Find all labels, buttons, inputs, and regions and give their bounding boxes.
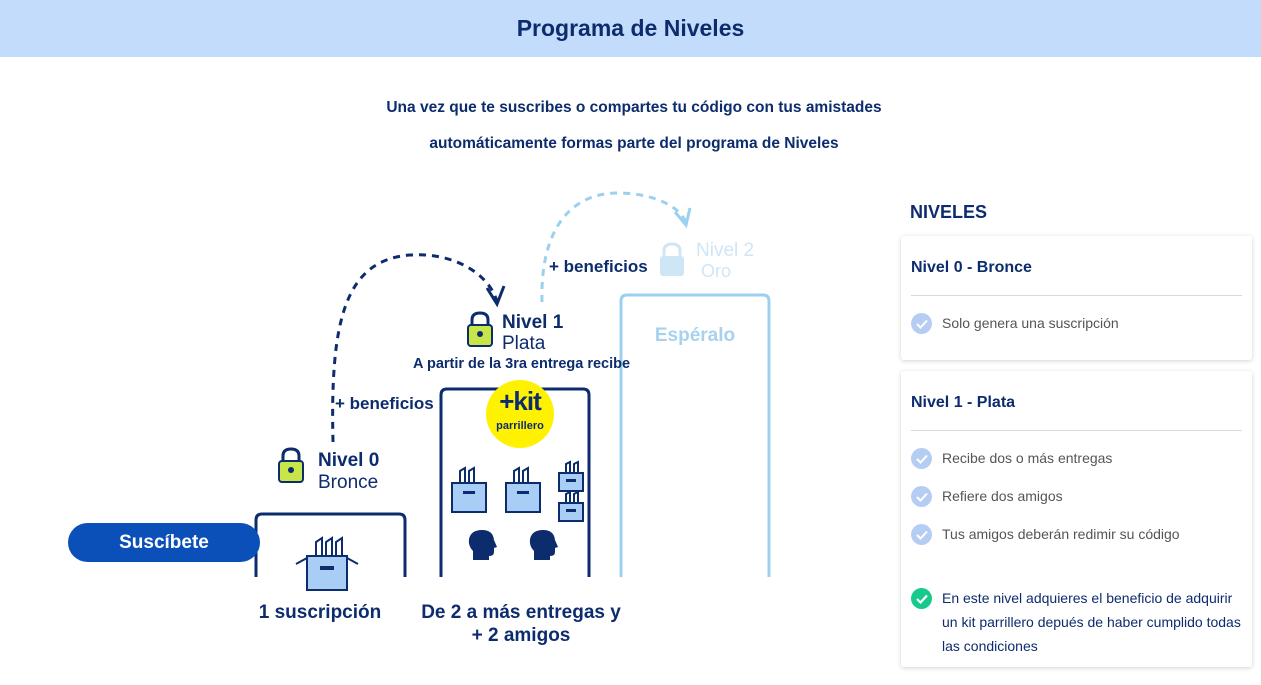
arrow-head-1: [485, 285, 506, 308]
kit-badge-main: +kit: [499, 386, 542, 416]
product-box-icon-3: [558, 460, 584, 492]
level0-box: [254, 512, 407, 577]
subscribe-button[interactable]: Suscíbete: [68, 523, 260, 562]
level0-benefits-label: + beneficios: [335, 394, 434, 413]
level2-name: Nivel 2: [696, 240, 755, 261]
level1-note: A partir de la 3ra entrega recibe: [413, 356, 631, 372]
arrow-level1-to-level2: [540, 191, 688, 303]
check-icon: [911, 313, 932, 334]
kit-badge-sub: parrillero: [496, 420, 544, 432]
level-card-title: Nivel 1 - Plata: [911, 394, 1016, 411]
niveles-heading: NIVELES: [910, 202, 988, 222]
card-divider: [911, 430, 1242, 431]
page-header: Programa de Niveles: [0, 0, 1261, 57]
page-title: Programa de Niveles: [516, 15, 745, 41]
level1-caption-line-1: De 2 a más entregas y: [421, 602, 621, 623]
level1-caption-line-2: + 2 amigos: [471, 625, 571, 646]
intro-line-1: Una vez que te suscribes o compartes tu …: [386, 99, 882, 116]
level1-name: Nivel 1: [502, 312, 564, 333]
level2-box: [619, 293, 771, 577]
highlight-text: En este nivel adquieres el beneficio de …: [942, 590, 1241, 654]
check-icon: [911, 524, 932, 545]
list-item: Recibe dos o más entregas: [911, 448, 1112, 469]
level0-caption: 1 suscripción: [258, 602, 382, 623]
product-box-icon-level0: [295, 536, 359, 591]
card-divider: [911, 295, 1242, 296]
friend-head-icon-1: [468, 530, 497, 560]
kit-badge: [486, 380, 554, 448]
level-card-title: Nivel 0 - Bronce: [911, 259, 1032, 276]
level2-tier: Oro: [701, 261, 732, 281]
level2-box-label: Espéralo: [654, 325, 736, 346]
list-item: Solo genera una suscripción: [911, 313, 1119, 334]
level0-tier: Bronce: [318, 472, 379, 493]
lock-icon-level1: [467, 311, 493, 347]
highlight-item: En este nivel adquieres el beneficio de …: [911, 588, 1247, 658]
levels-illustration: Nivel 0 Bronce + beneficios Nivel 1 Plat…: [0, 180, 880, 660]
level0-name: Nivel 0: [318, 450, 380, 471]
list-item-text: Refiere dos amigos: [942, 488, 1063, 504]
level1-benefits-label: + beneficios: [549, 257, 648, 276]
lock-icon-level2: [660, 242, 684, 276]
list-item: Tus amigos deberán redimir su código: [911, 524, 1180, 545]
illustration-graphics: [254, 191, 771, 591]
arrow-level0-to-level1: [331, 253, 499, 443]
level-card-plata: Nivel 1 - Plata Recibe dos o más entrega…: [901, 371, 1252, 667]
list-item-text: Solo genera una suscripción: [942, 315, 1119, 331]
product-box-icon-1: [451, 466, 487, 513]
level1-tier: Plata: [502, 333, 546, 354]
green-check-icon: [911, 588, 932, 609]
check-icon: [911, 486, 932, 507]
check-icon: [911, 448, 932, 469]
list-item-text: Tus amigos deberán redimir su código: [942, 526, 1180, 542]
intro-line-2: automáticamente formas parte del program…: [429, 135, 839, 152]
product-box-icon-2: [505, 466, 541, 513]
list-item: Refiere dos amigos: [911, 486, 1063, 507]
list-item-text: Recibe dos o más entregas: [942, 450, 1113, 466]
friend-head-icon-2: [529, 530, 558, 560]
lock-icon-level0: [278, 447, 304, 483]
intro-text: Una vez que te suscribes o compartes tu …: [300, 90, 968, 162]
level-card-bronce: Nivel 0 - Bronce Solo genera una suscrip…: [901, 236, 1252, 360]
arrow-head-2: [673, 207, 692, 229]
product-box-icon-4: [558, 490, 584, 522]
